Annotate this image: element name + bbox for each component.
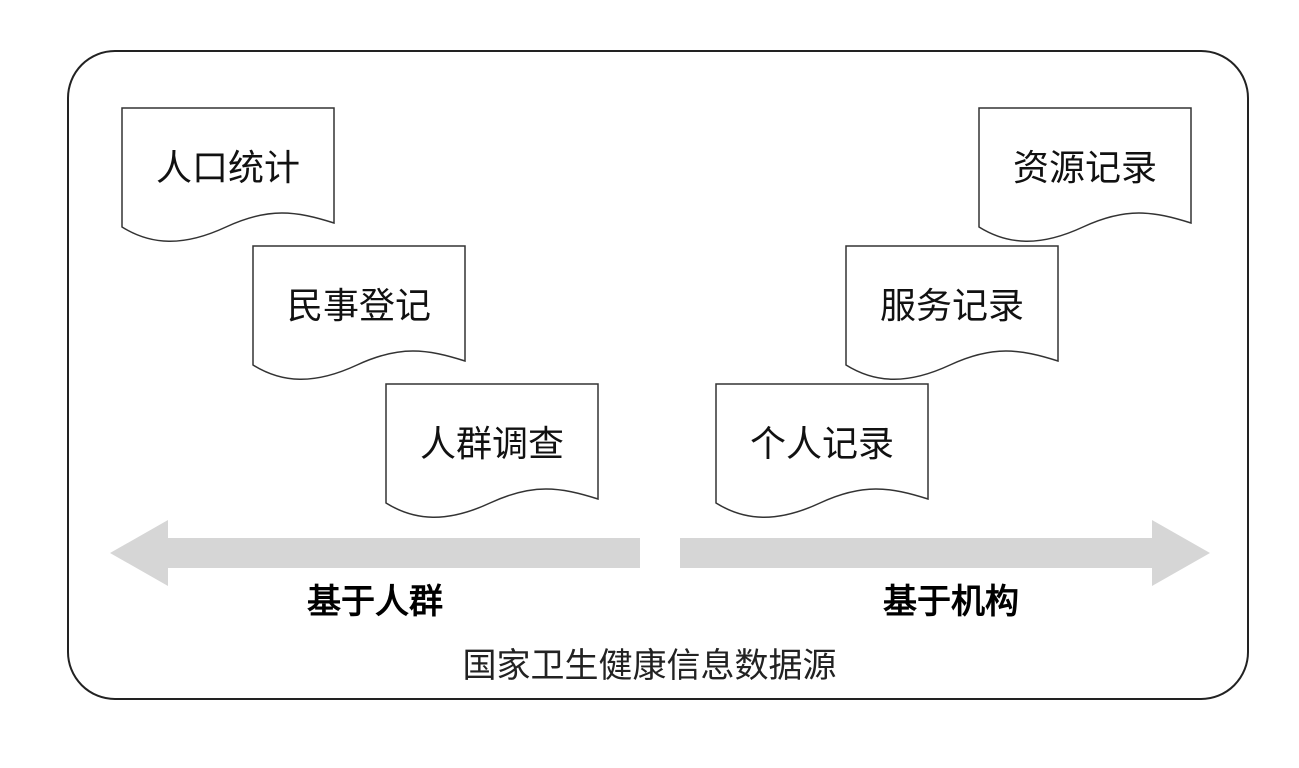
- left-arrow: [110, 520, 642, 586]
- document-label: 资源记录: [1012, 148, 1157, 189]
- document-outline: [121, 107, 335, 242]
- document-shape-service-records: 服务记录: [845, 245, 1059, 381]
- document-label: 民事登记: [286, 286, 431, 327]
- document-outline: [385, 383, 599, 518]
- population-based-label: 基于人群: [307, 582, 443, 622]
- document-shape-resource-records: 资源记录: [978, 107, 1192, 243]
- document-shape-civil-registration: 民事登记: [252, 245, 466, 381]
- document-label: 人口统计: [155, 148, 300, 189]
- document-label: 服务记录: [879, 286, 1024, 327]
- document-shape-personal-records: 个人记录: [715, 383, 929, 519]
- document-label: 人群调查: [419, 424, 564, 465]
- right-arrow: [680, 520, 1212, 586]
- document-outline: [252, 245, 466, 380]
- document-outline: [978, 107, 1192, 242]
- document-label: 个人记录: [749, 424, 894, 465]
- document-outline: [715, 383, 929, 518]
- document-shape-population-statistics: 人口统计: [121, 107, 335, 243]
- document-shape-population-survey: 人群调查: [385, 383, 599, 519]
- institution-based-label: 基于机构: [883, 582, 1019, 622]
- diagram-caption: 国家卫生健康信息数据源: [462, 646, 837, 686]
- document-outline: [845, 245, 1059, 380]
- diagram-frame: [67, 50, 1249, 700]
